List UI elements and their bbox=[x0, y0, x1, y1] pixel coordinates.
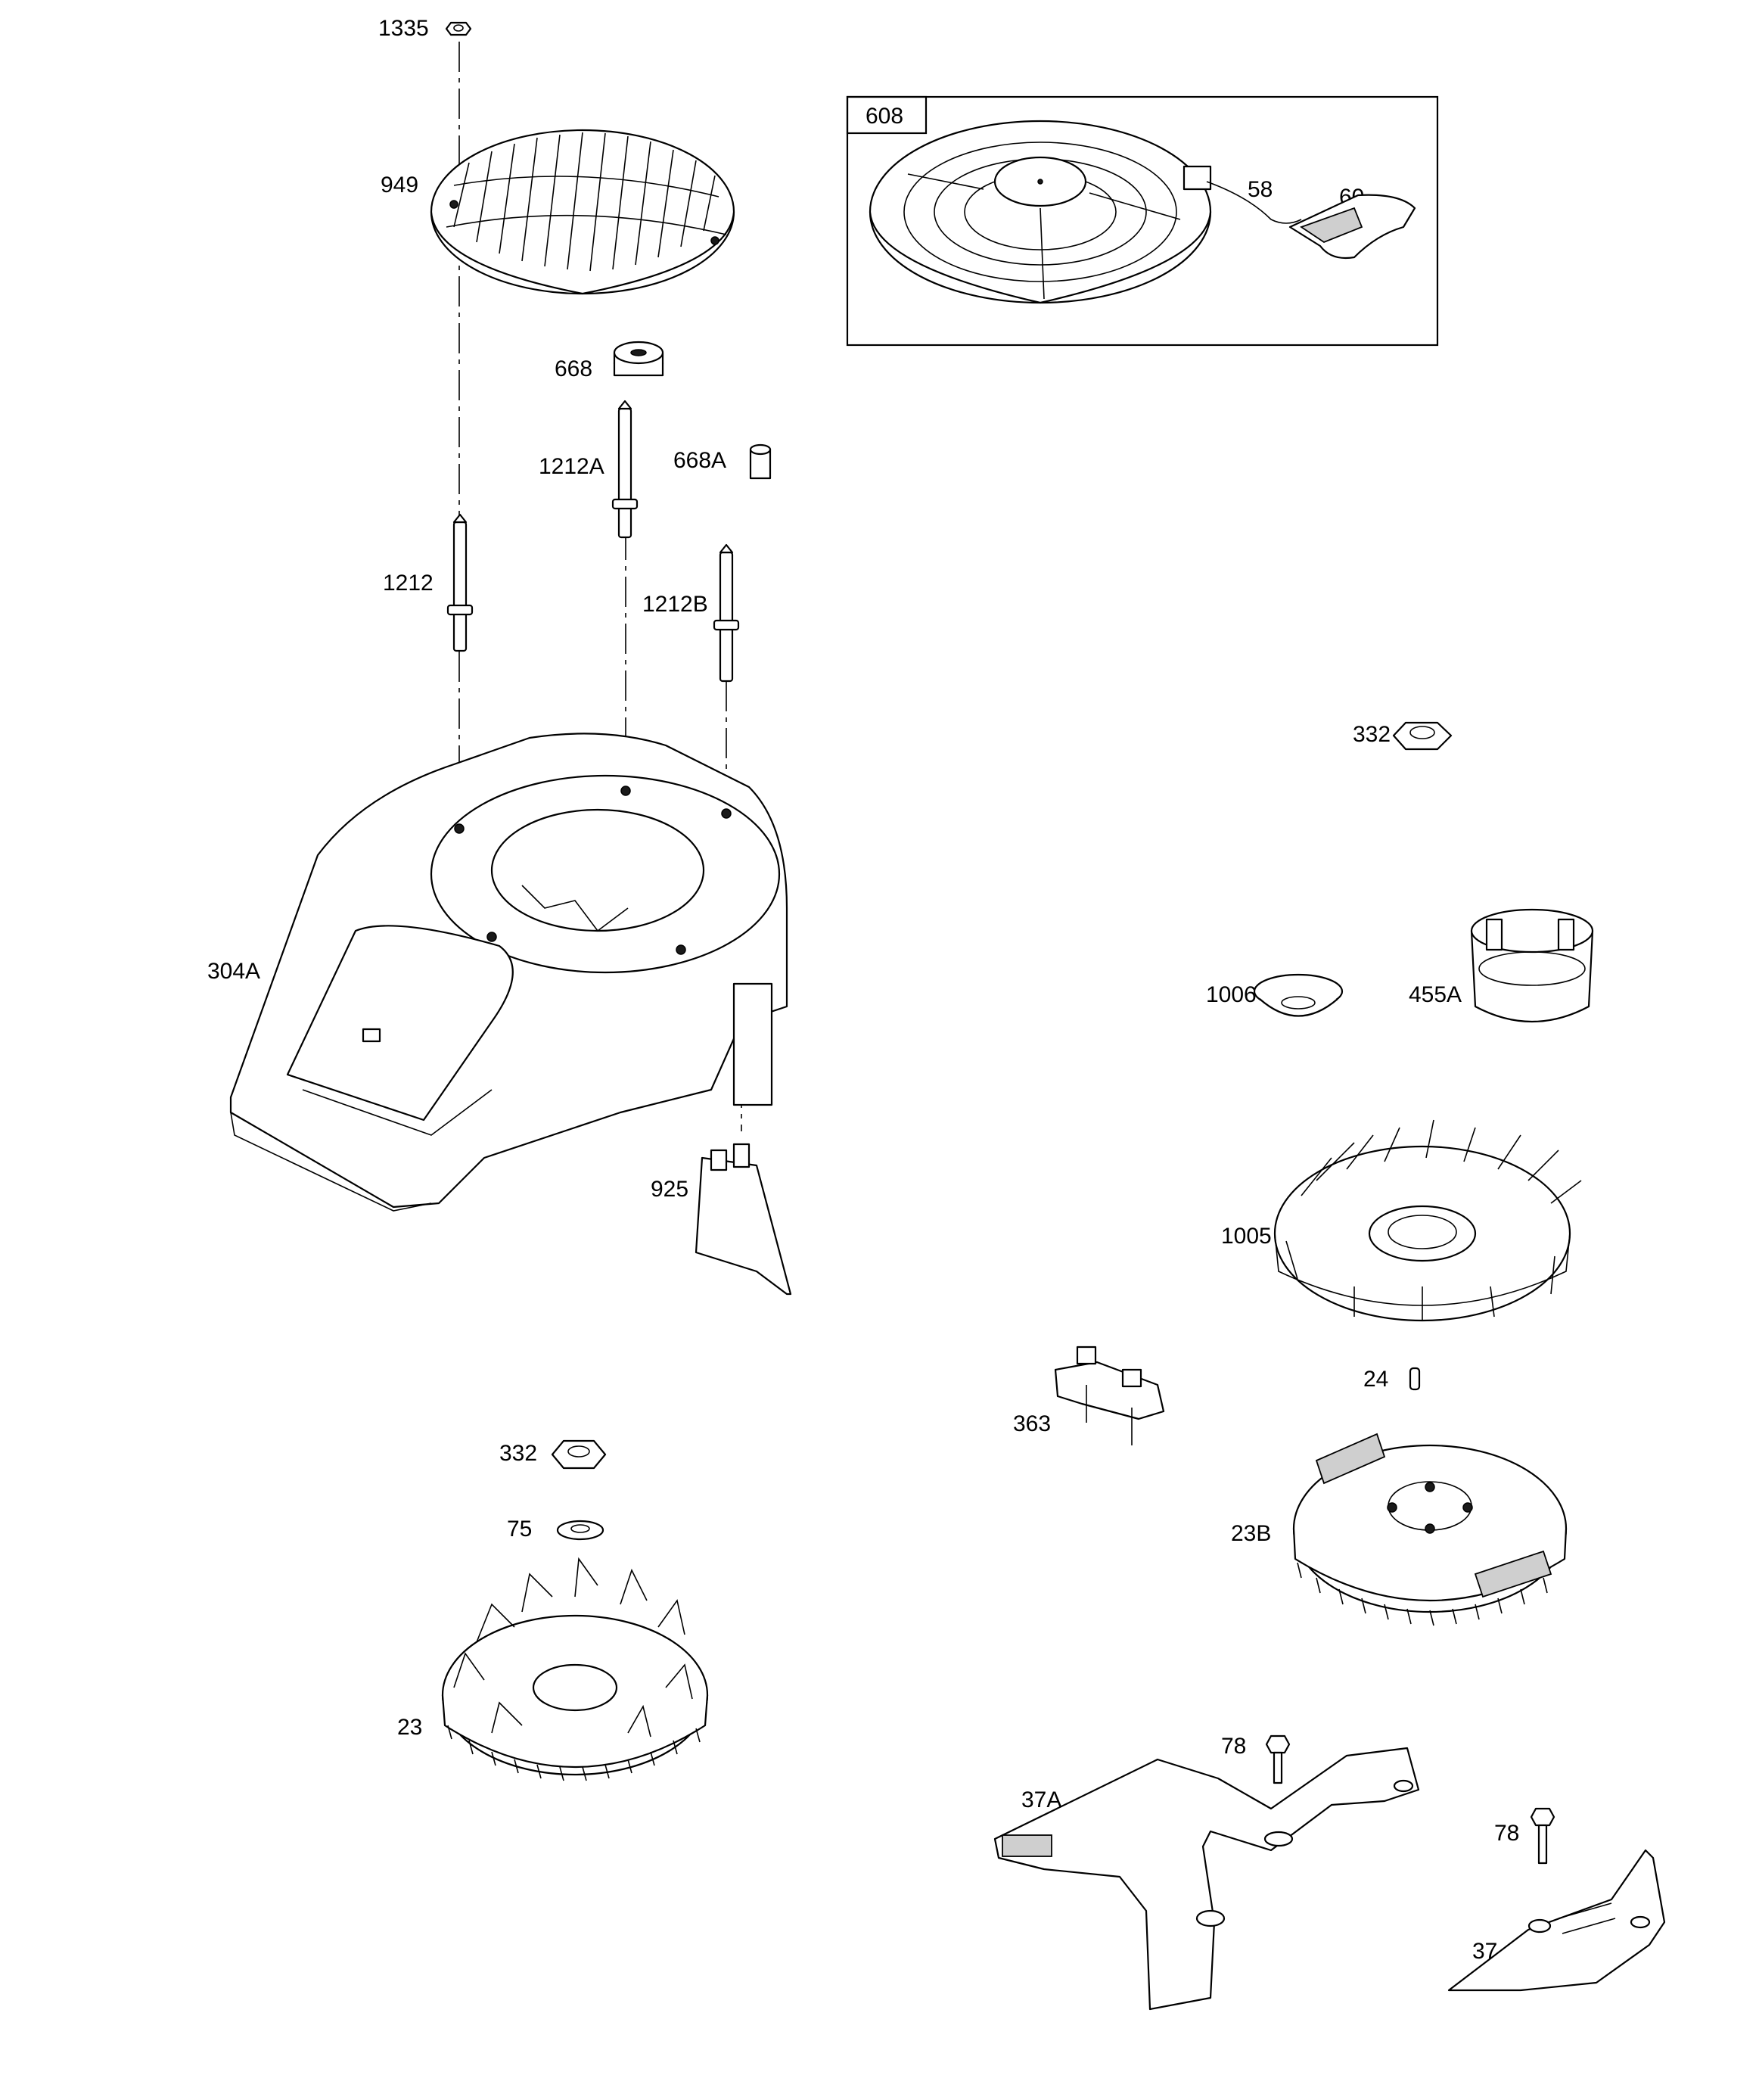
flywheel-23 bbox=[441, 1557, 709, 1781]
rewind-starter bbox=[869, 120, 1212, 304]
bolt-78-top bbox=[1265, 1734, 1291, 1784]
nut-332-bottom bbox=[551, 1439, 607, 1470]
starter-cup-455a bbox=[1470, 908, 1594, 1022]
fan-1005 bbox=[1273, 1119, 1582, 1322]
label-24: 24 bbox=[1363, 1367, 1388, 1392]
blower-housing-304a bbox=[229, 733, 788, 1212]
key-24 bbox=[1409, 1367, 1421, 1391]
label-363: 363 bbox=[1013, 1411, 1051, 1436]
starter-handle-60 bbox=[1288, 194, 1416, 260]
starter-kit-frame bbox=[846, 95, 1439, 347]
label-1335: 1335 bbox=[378, 16, 429, 41]
shield-37 bbox=[1447, 1849, 1666, 1992]
label-668: 668 bbox=[555, 356, 592, 381]
bracket-363 bbox=[1054, 1346, 1165, 1445]
stud-1212a bbox=[611, 400, 639, 539]
starter-rope bbox=[1206, 181, 1302, 224]
label-1212b: 1212B bbox=[642, 592, 708, 617]
baffle-925 bbox=[695, 1143, 792, 1296]
bolt-78-bottom bbox=[1530, 1807, 1555, 1865]
label-304a: 304A bbox=[207, 959, 260, 984]
stud-1212b bbox=[713, 543, 740, 683]
label-78-bottom: 78 bbox=[1494, 1821, 1519, 1846]
label-23b: 23B bbox=[1231, 1521, 1271, 1546]
stud-1212 bbox=[446, 513, 474, 652]
label-37a: 37A bbox=[1021, 1787, 1061, 1812]
label-75: 75 bbox=[507, 1517, 532, 1542]
nut-1335 bbox=[445, 21, 472, 36]
label-949: 949 bbox=[381, 173, 418, 198]
label-668a: 668A bbox=[673, 448, 726, 473]
label-925: 925 bbox=[651, 1177, 688, 1202]
starter-kit-tag bbox=[846, 95, 928, 135]
label-455a: 455A bbox=[1409, 982, 1462, 1007]
label-23: 23 bbox=[397, 1715, 422, 1740]
washer-75 bbox=[556, 1520, 604, 1541]
label-1005: 1005 bbox=[1221, 1224, 1272, 1249]
label-608: 608 bbox=[866, 104, 903, 129]
flywheel-23b bbox=[1292, 1433, 1568, 1626]
label-58: 58 bbox=[1248, 177, 1273, 202]
nut-332-top bbox=[1392, 721, 1453, 751]
label-332-bottom: 332 bbox=[499, 1441, 537, 1466]
spacer-668 bbox=[613, 341, 664, 377]
cup-1006 bbox=[1253, 973, 1344, 1017]
starter-608-group bbox=[846, 95, 1439, 347]
rotating-screen-949 bbox=[430, 129, 735, 295]
label-332-top: 332 bbox=[1353, 722, 1391, 747]
label-78-top: 78 bbox=[1221, 1734, 1246, 1759]
label-1212a: 1212A bbox=[539, 454, 604, 479]
callout-labels: 1335 949 608 58 60 668 1212A 668A 1212 1… bbox=[207, 16, 1519, 1964]
spacer-668a bbox=[749, 443, 772, 480]
label-1006: 1006 bbox=[1206, 982, 1257, 1007]
shield-37a bbox=[993, 1747, 1420, 2011]
label-1212: 1212 bbox=[383, 571, 434, 596]
